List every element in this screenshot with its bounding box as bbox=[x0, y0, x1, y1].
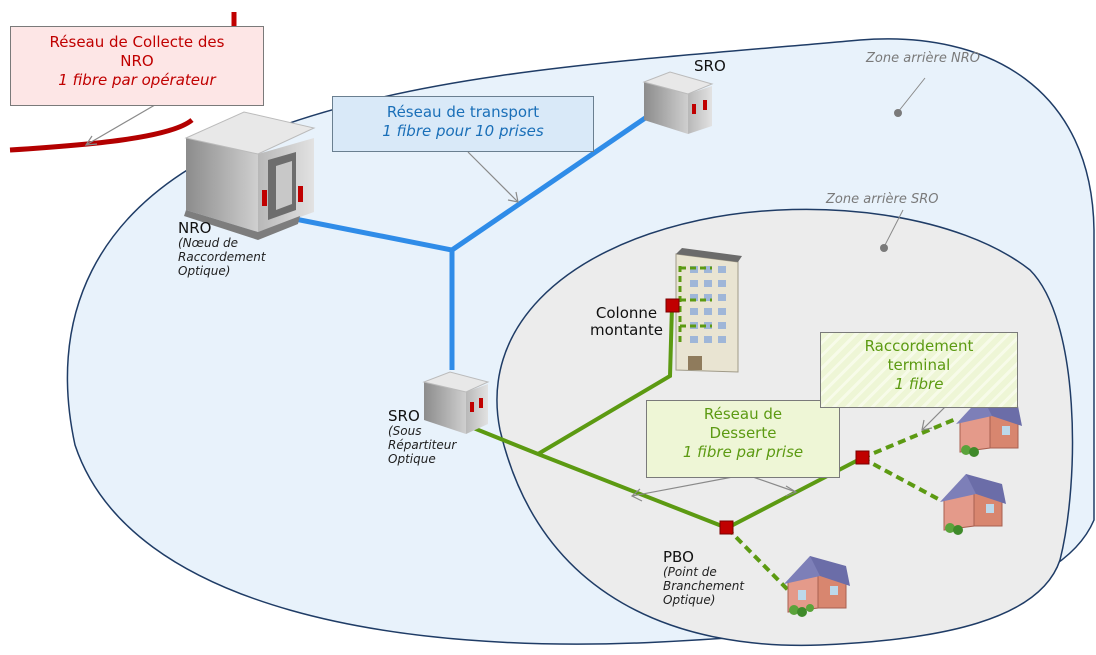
riser-fiber-lines bbox=[678, 266, 712, 346]
zone-sro-label: Zone arrière SRO bbox=[826, 192, 939, 207]
pbo-desc-line2: Branchement bbox=[663, 579, 745, 594]
pbo-desc-line3: Optique) bbox=[663, 592, 716, 607]
colonne-label-line2: montante bbox=[590, 321, 663, 340]
colonne-montante-label: Colonne montante bbox=[590, 304, 663, 340]
sro-desc-line1: (Sous bbox=[388, 424, 422, 439]
zone-nro-label: Zone arrière NRO bbox=[866, 51, 980, 66]
pbo-desc-line1: (Point de bbox=[663, 565, 717, 580]
transport-network-branch bbox=[450, 109, 656, 253]
pbo-label: PBO bbox=[663, 548, 694, 566]
colonne-label-line1: Colonne bbox=[595, 304, 658, 322]
building-icon bbox=[675, 248, 742, 373]
collecte-callout-line2: NRO bbox=[120, 51, 154, 70]
raccordement-callout-line1: Raccordement bbox=[864, 337, 974, 355]
nro-shelter-icon bbox=[184, 111, 316, 240]
nro-desc-line3: Optique) bbox=[178, 263, 231, 278]
zone-nro-pointer bbox=[897, 77, 926, 113]
sro-desc-line2: Répartiteur bbox=[388, 438, 457, 453]
desserte-callout-line2: Desserte bbox=[709, 423, 777, 442]
pbo-connector-right bbox=[855, 450, 870, 465]
nro-label-group: NRO (Nœud de Raccordement Optique) bbox=[178, 219, 266, 279]
collecte-network-line bbox=[9, 117, 194, 153]
sro-desc-line3: Optique bbox=[388, 451, 436, 466]
collecte-network-callout: Réseau de Collecte des NRO 1 fibre par o… bbox=[10, 26, 264, 106]
drop-line-house-3 bbox=[861, 456, 941, 502]
zone-sro-dot bbox=[880, 244, 888, 252]
nro-desc-line2: Raccordement bbox=[178, 250, 266, 265]
callout-arrows bbox=[84, 101, 947, 502]
house-icon bbox=[940, 474, 1006, 535]
pbo-connector bbox=[719, 520, 734, 535]
desserte-building-line bbox=[536, 305, 674, 456]
sro-label: SRO bbox=[388, 407, 420, 425]
collecte-callout-line3: 1 fibre par opérateur bbox=[58, 70, 216, 89]
desserte-network-callout: Réseau de Desserte 1 fibre par prise bbox=[646, 400, 840, 478]
raccordement-callout-line2: terminal bbox=[887, 355, 951, 374]
zone-sro-pointer bbox=[883, 209, 904, 248]
raccordement-callout-line3: 1 fibre bbox=[894, 374, 944, 393]
sro-label-group: SRO (Sous Répartiteur Optique bbox=[388, 407, 457, 467]
transport-network-callout: Réseau de transport 1 fibre pour 10 pris… bbox=[332, 96, 594, 152]
desserte-callout-line3: 1 fibre par prise bbox=[682, 442, 804, 461]
zone-nro-dot bbox=[894, 109, 902, 117]
drop-line-house-2 bbox=[861, 416, 959, 460]
nro-label: NRO bbox=[178, 219, 212, 237]
sro-top-label: SRO bbox=[694, 57, 726, 75]
pbo-connector-building bbox=[665, 298, 680, 313]
desserte-callout-line1: Réseau de bbox=[703, 405, 783, 423]
transport-callout-line2: 1 fibre pour 10 prises bbox=[382, 121, 544, 140]
collecte-callout-line1: Réseau de Collecte des bbox=[49, 33, 225, 51]
sro-cabinet-icon bbox=[422, 371, 490, 434]
sro-top-cabinet-icon bbox=[642, 71, 714, 134]
transport-callout-line1: Réseau de transport bbox=[386, 103, 540, 121]
house-icon bbox=[784, 556, 850, 617]
drop-line-house-1 bbox=[725, 526, 792, 594]
raccordement-terminal-callout: Raccordement terminal 1 fibre bbox=[820, 332, 1018, 408]
pbo-label-group: PBO (Point de Branchement Optique) bbox=[663, 548, 745, 608]
nro-desc-line1: (Nœud de bbox=[178, 236, 239, 251]
